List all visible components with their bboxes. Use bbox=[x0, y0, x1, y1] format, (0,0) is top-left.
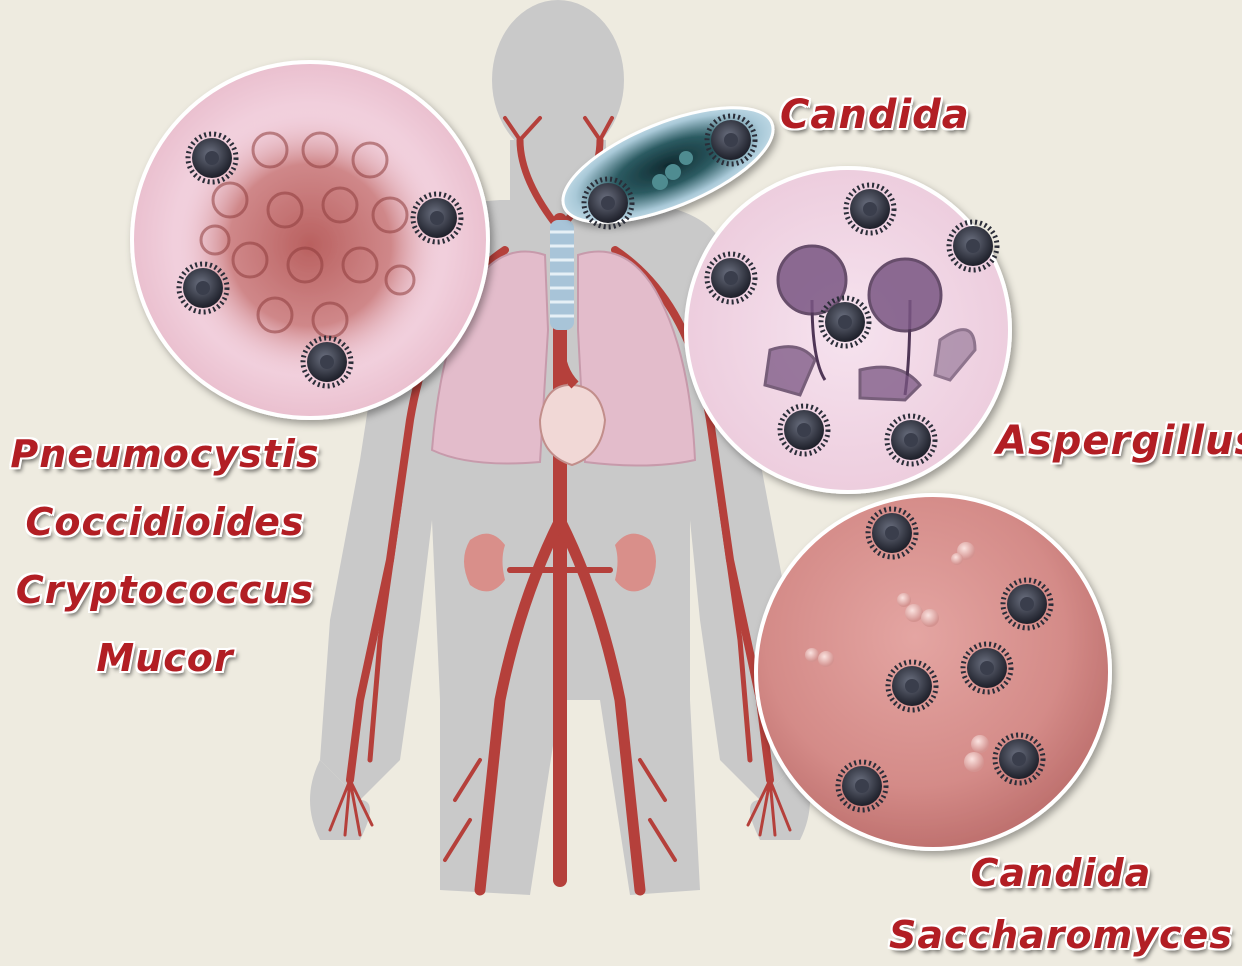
label-pneumocystis: Pneumocystis bbox=[0, 420, 330, 488]
lung-pathogen-list: Pneumocystis Coccidioides Cryptococcus M… bbox=[0, 420, 330, 692]
label-candida-oral: Candida bbox=[780, 92, 970, 138]
label-mucor: Mucor bbox=[0, 624, 330, 692]
blood-pathogen-list: Candida Saccharomyces bbox=[880, 842, 1242, 966]
trachea bbox=[550, 220, 574, 330]
label-saccharomyces: Saccharomyces bbox=[880, 904, 1242, 966]
label-coccidioides: Coccidioides bbox=[0, 488, 330, 556]
label-aspergillus: Aspergillus bbox=[996, 418, 1242, 464]
label-candida-blood: Candida bbox=[880, 842, 1242, 904]
label-cryptococcus: Cryptococcus bbox=[0, 556, 330, 624]
